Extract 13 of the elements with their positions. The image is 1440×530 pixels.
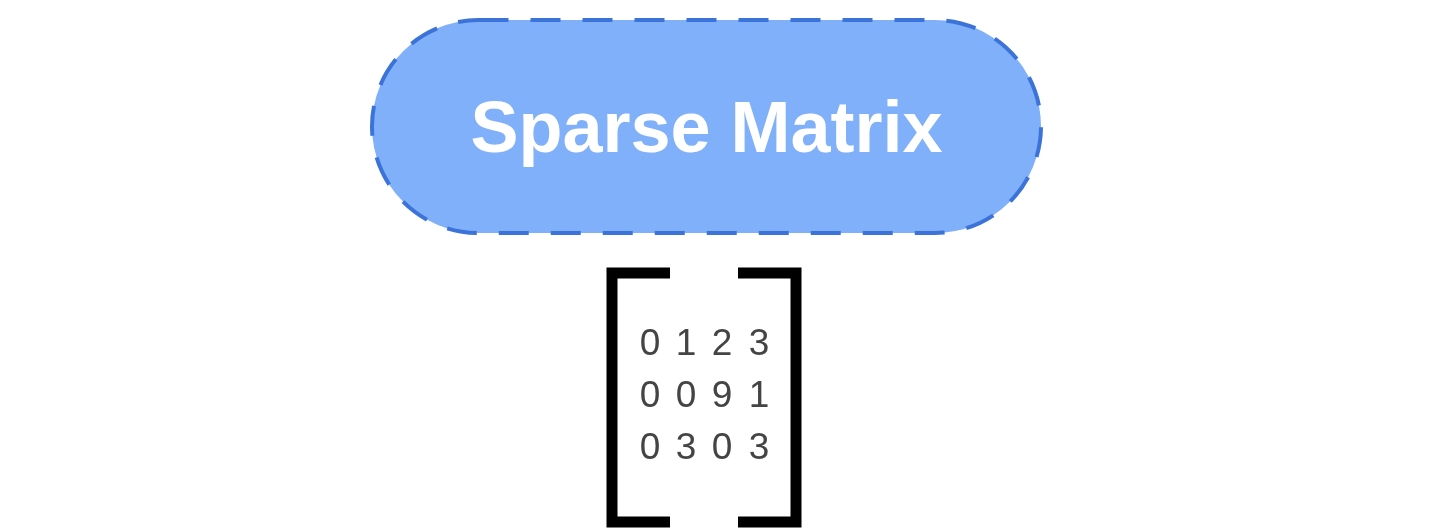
matrix-entry: 3: [747, 425, 771, 469]
node-title: Sparse Matrix: [470, 85, 943, 168]
matrix-entry: 0: [674, 373, 698, 417]
matrix-entry: 1: [674, 321, 698, 365]
matrix-entry: 0: [638, 321, 662, 365]
matrix-entry: 0: [638, 373, 662, 417]
matrix-entry: 2: [710, 321, 734, 365]
matrix-entry: 1: [747, 373, 771, 417]
matrix-entry: 9: [710, 373, 734, 417]
matrix-entry: 0: [638, 425, 662, 469]
matrix-entry: 3: [747, 321, 771, 365]
matrix-entry: 0: [710, 425, 734, 469]
matrix-entry: 3: [674, 425, 698, 469]
